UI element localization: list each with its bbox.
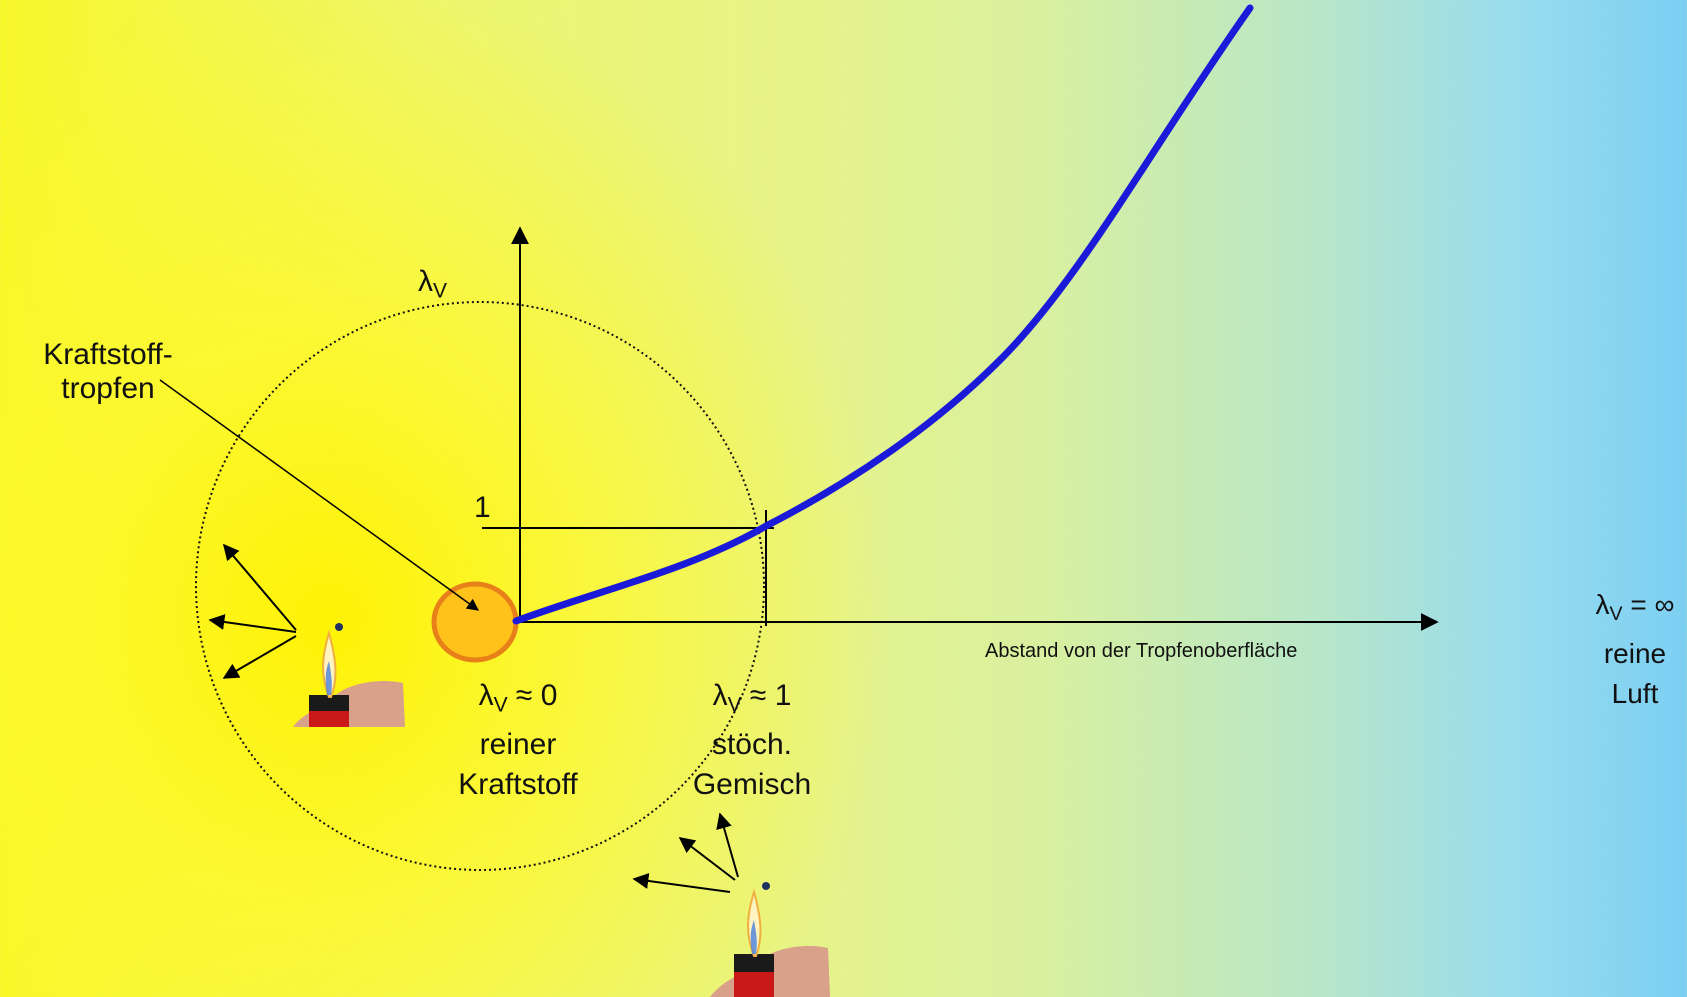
zone-pure-air-line3: Luft <box>1560 674 1687 714</box>
heat-arrow <box>634 879 730 892</box>
zone-pure-air-label: λV = ∞ reine Luft <box>1560 585 1687 714</box>
droplet-label-line2: tropfen <box>18 372 198 406</box>
droplet-label: Kraftstoff- tropfen <box>18 338 198 406</box>
heat-arrow <box>224 545 296 630</box>
lambda-curve <box>516 8 1250 621</box>
zone-stoich-lambda: λV ≈ 1 <box>652 676 852 725</box>
zone-stoich-line2: stöch. <box>652 725 852 765</box>
heat-arrow <box>224 636 296 678</box>
heat-arrow <box>680 838 735 880</box>
tick-label-one: 1 <box>474 491 491 525</box>
zone-pure-fuel-line3: Kraftstoff <box>418 765 618 805</box>
lighter-icon <box>293 623 405 727</box>
zone-pure-fuel-line2: reiner <box>418 725 618 765</box>
lighter-icon <box>710 882 830 997</box>
zone-pure-fuel-lambda: λV ≈ 0 <box>418 676 618 725</box>
droplet-leader-line <box>160 380 478 610</box>
zone-pure-air-lambda: λV = ∞ <box>1560 585 1687 634</box>
axis-y-label: λV <box>418 265 447 303</box>
zone-stoich-label: λV ≈ 1 stöch. Gemisch <box>652 676 852 805</box>
zone-stoich-line3: Gemisch <box>652 765 852 805</box>
fuel-droplet <box>434 584 516 660</box>
zone-pure-fuel-label: λV ≈ 0 reiner Kraftstoff <box>418 676 618 805</box>
zone-pure-air-line2: reine <box>1560 634 1687 674</box>
axis-x-label: Abstand von der Tropfenoberfläche <box>985 640 1297 663</box>
heat-arrow <box>720 814 738 877</box>
heat-arrow <box>210 620 296 632</box>
droplet-label-line1: Kraftstoff- <box>18 338 198 372</box>
